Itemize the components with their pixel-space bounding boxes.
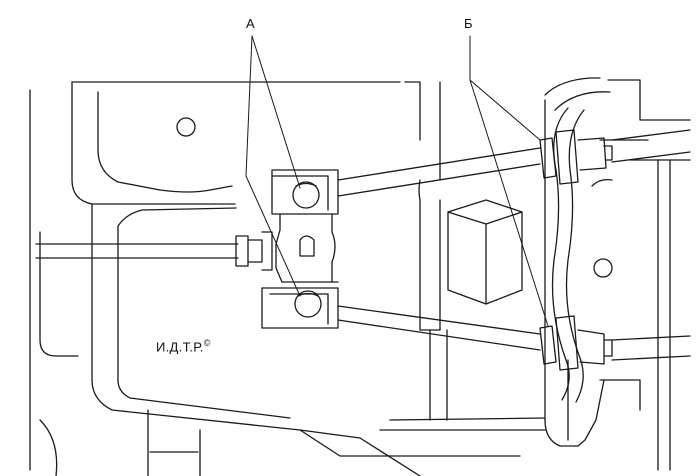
right-frame-rail <box>544 77 691 471</box>
copyright-mark: © <box>203 338 211 348</box>
rear-cable-lower <box>337 305 691 371</box>
watermark-text: И.Д.Т.Р. <box>156 339 204 355</box>
cable-bracket-strip-edge <box>565 109 585 403</box>
body-panel-outline <box>29 81 546 476</box>
equalizer-bracket-block <box>447 199 523 305</box>
cable-equalizer <box>261 169 339 329</box>
callout-leader-a <box>245 35 301 297</box>
callout-label-b: Б <box>464 16 473 31</box>
mounting-hole <box>593 258 613 278</box>
callout-label-a: А <box>246 16 255 31</box>
watermark: И.Д.Т.Р.© <box>156 338 211 354</box>
mounting-hole <box>176 117 196 137</box>
callout-leader-b <box>469 35 549 327</box>
rear-cable-upper <box>337 129 691 197</box>
front-cable <box>35 231 273 271</box>
